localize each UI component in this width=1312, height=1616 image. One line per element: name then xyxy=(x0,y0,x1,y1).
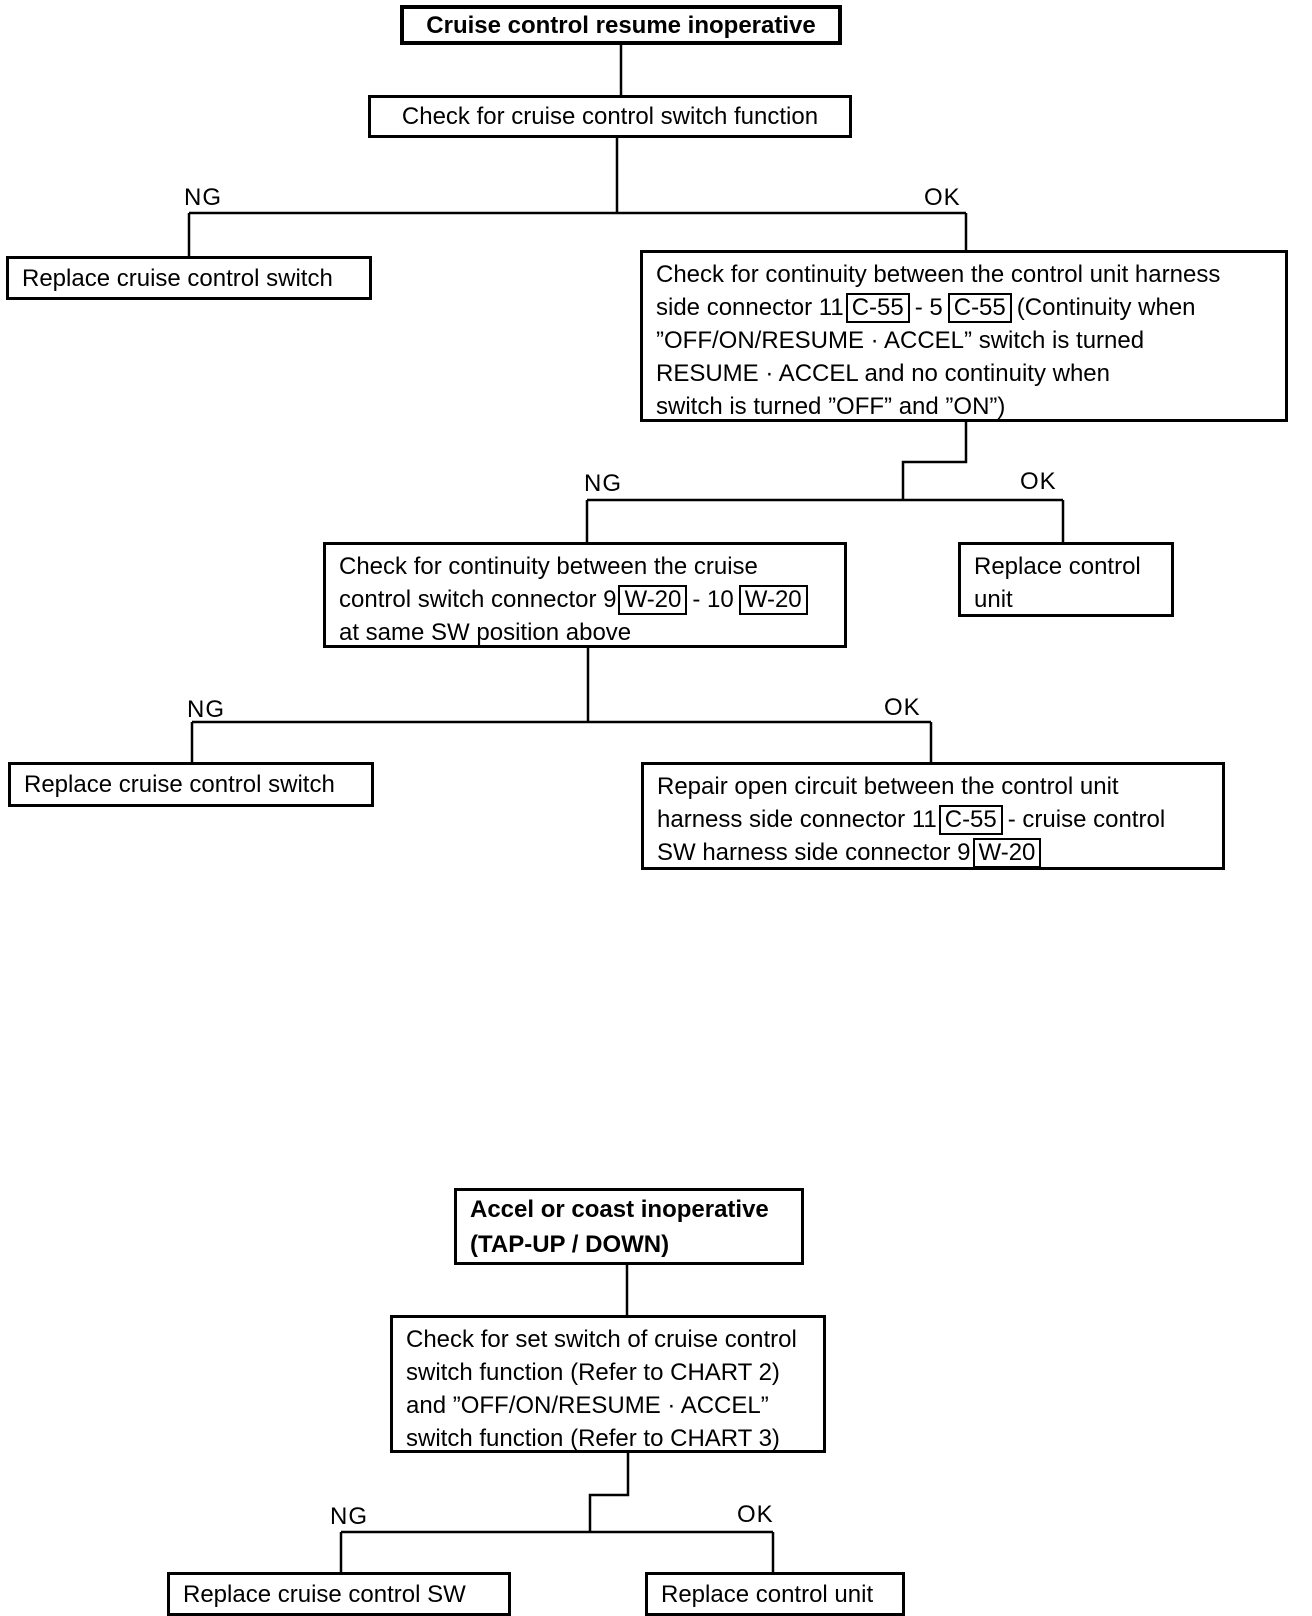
terminal-node-text: Replace control unit xyxy=(661,1580,874,1608)
start-node-cruise-resume-inoperative: Cruise control resume inoperative xyxy=(400,5,842,45)
connector-ref-w20: W-20 xyxy=(618,585,688,615)
box-line: Check for continuity between the cruise xyxy=(339,550,831,583)
text-segment: RESUME · ACCEL and no continuity when xyxy=(656,360,1110,387)
connector-ref-c55: C-55 xyxy=(947,293,1012,323)
branch-label-ok-1: OK xyxy=(924,184,961,211)
terminal-node-text: Replace cruise control switch xyxy=(22,264,333,292)
box-line: switch function (Refer to CHART 3) xyxy=(406,1425,780,1452)
box-line: Check for continuity between the control… xyxy=(656,258,1272,291)
text-segment: - cruise control xyxy=(1007,806,1166,833)
text-segment: harness side connector 11 xyxy=(657,806,937,833)
branch-label-ng-1: NG xyxy=(184,184,222,211)
start-node-text-line1: Accel or coast inoperative xyxy=(470,1195,769,1223)
terminal-node-replace-cruise-sw: Replace cruise control SW xyxy=(167,1572,511,1616)
box-line: Repair open circuit between the control … xyxy=(657,770,1209,803)
text-segment: Check for continuity between the control… xyxy=(656,261,1221,288)
text-segment: switch is turned ”OFF” and ”ON”) xyxy=(656,393,1006,420)
box-line: RESUME · ACCEL and no continuity when xyxy=(656,357,1272,390)
box-line: ”OFF/ON/RESUME · ACCEL” switch is turned xyxy=(656,324,1272,357)
terminal-node-replace-switch-a: Replace cruise control switch xyxy=(6,256,372,300)
text-segment: - 10 xyxy=(692,586,734,613)
terminal-node-text: Replace cruise control SW xyxy=(183,1580,466,1608)
terminal-node-repair-open-circuit: Repair open circuit between the control … xyxy=(641,762,1225,870)
process-node-check-continuity-control-unit: Check for continuity between the control… xyxy=(640,250,1288,422)
terminal-node-replace-control-unit-b: Replace control unit xyxy=(645,1572,905,1616)
text-segment: Repair open circuit between the control … xyxy=(657,773,1119,800)
start-node-text: Cruise control resume inoperative xyxy=(426,11,816,39)
process-node-check-continuity-switch: Check for continuity between the cruise … xyxy=(323,542,847,648)
text-segment: (Continuity when xyxy=(1016,294,1196,321)
box-line: at same SW position above xyxy=(339,616,831,649)
terminal-node-replace-control-unit-a: Replace control unit xyxy=(958,542,1174,617)
terminal-node-replace-switch-b: Replace cruise control switch xyxy=(8,762,374,807)
text-segment: ”OFF/ON/RESUME · ACCEL” switch is turned xyxy=(656,327,1145,354)
text-segment: control switch connector 9 xyxy=(339,586,617,613)
process-node-text: Check for cruise control switch function xyxy=(401,103,819,130)
connector-ref-c55: C-55 xyxy=(938,805,1003,835)
connector-ref-w20: W-20 xyxy=(972,838,1042,868)
branch-label-ok-2: OK xyxy=(1020,468,1057,495)
terminal-node-text: Replace control unit xyxy=(974,553,1141,613)
process-node-check-switch-function: Check for cruise control switch function xyxy=(368,95,852,138)
text-segment: - 5 xyxy=(914,294,943,321)
connector-ref-c55: C-55 xyxy=(845,293,910,323)
text-segment: at same SW position above xyxy=(339,619,632,646)
branch-label-ng-3: NG xyxy=(187,696,225,723)
text-segment: side connector 11 xyxy=(656,294,844,321)
process-node-check-set-switch: Check for set switch of cruise control s… xyxy=(390,1315,826,1453)
terminal-node-text: Replace cruise control switch xyxy=(24,771,335,798)
branch-label-ok-3: OK xyxy=(884,694,921,721)
box-line: switch is turned ”OFF” and ”ON”) xyxy=(656,390,1272,423)
text-segment: SW harness side connector 9 xyxy=(657,839,971,866)
start-node-text-line2: (TAP-UP / DOWN) xyxy=(470,1230,670,1258)
branch-label-ok-4: OK xyxy=(737,1501,774,1528)
box-line: switch function (Refer to CHART 2) xyxy=(406,1359,780,1386)
text-segment: Check for continuity between the cruise xyxy=(339,553,758,580)
box-line: Check for set switch of cruise control xyxy=(406,1326,797,1353)
box-line: and ”OFF/ON/RESUME · ACCEL” xyxy=(406,1392,769,1419)
branch-label-ng-2: NG xyxy=(584,470,622,497)
start-node-accel-coast-inoperative: Accel or coast inoperative (TAP-UP / DOW… xyxy=(454,1188,804,1265)
branch-label-ng-4: NG xyxy=(330,1503,368,1530)
connector-ref-w20: W-20 xyxy=(738,585,808,615)
